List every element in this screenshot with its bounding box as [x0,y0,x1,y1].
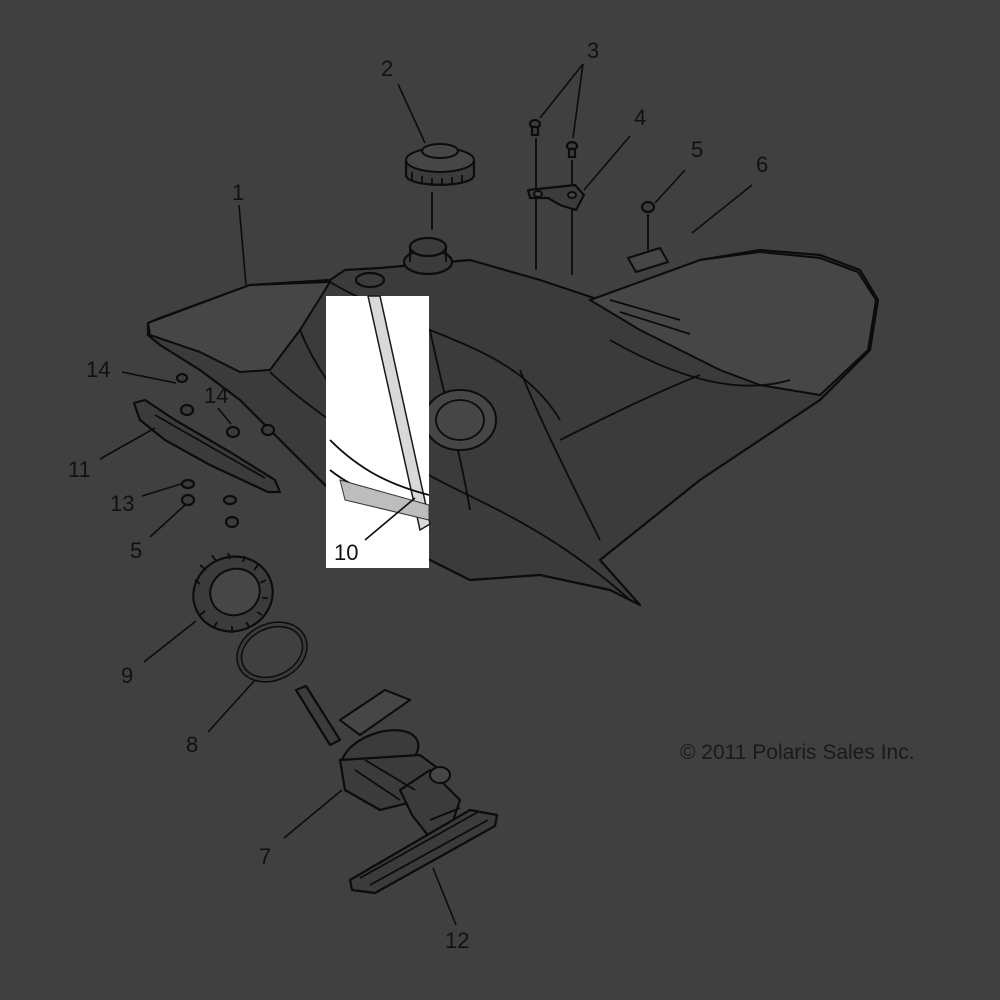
fuel-filter [348,808,499,895]
fuel-tank [146,236,880,607]
callout-1: 1 [232,180,244,205]
mounting-bracket [526,183,586,212]
nut-top [640,200,656,214]
callout-14-left: 14 [86,357,110,382]
leader-lines [99,63,753,926]
copyright-notice: © 2011 Polaris Sales Inc. [680,741,915,764]
callout-5-bottom: 5 [130,538,142,563]
washers-and-nuts [180,478,240,529]
callout-12: 12 [445,928,469,953]
callout-8: 8 [186,732,198,757]
callout-14-right: 14 [204,383,228,408]
pump-gasket [236,621,308,683]
callout-11: 11 [68,457,91,482]
callout-9: 9 [121,663,133,688]
fuel-pump-assembly [294,684,462,840]
heat-shield-bracket [132,372,282,494]
callout-10: 10 [334,540,358,565]
callout-5-top: 5 [691,137,703,162]
lock-ring [192,552,274,633]
callout-labels: 1 2 3 4 5 6 14 14 11 13 5 10 9 8 7 12 [68,38,768,953]
callout-6: 6 [756,152,768,177]
callout-13: 13 [110,491,134,516]
bracket-screws [528,118,579,159]
callout-4: 4 [634,105,646,130]
fuel-cap [404,143,476,186]
callout-7: 7 [259,844,271,869]
callout-3: 3 [587,38,599,63]
callout-2: 2 [381,56,393,81]
tank-strap-highlight [326,295,431,568]
